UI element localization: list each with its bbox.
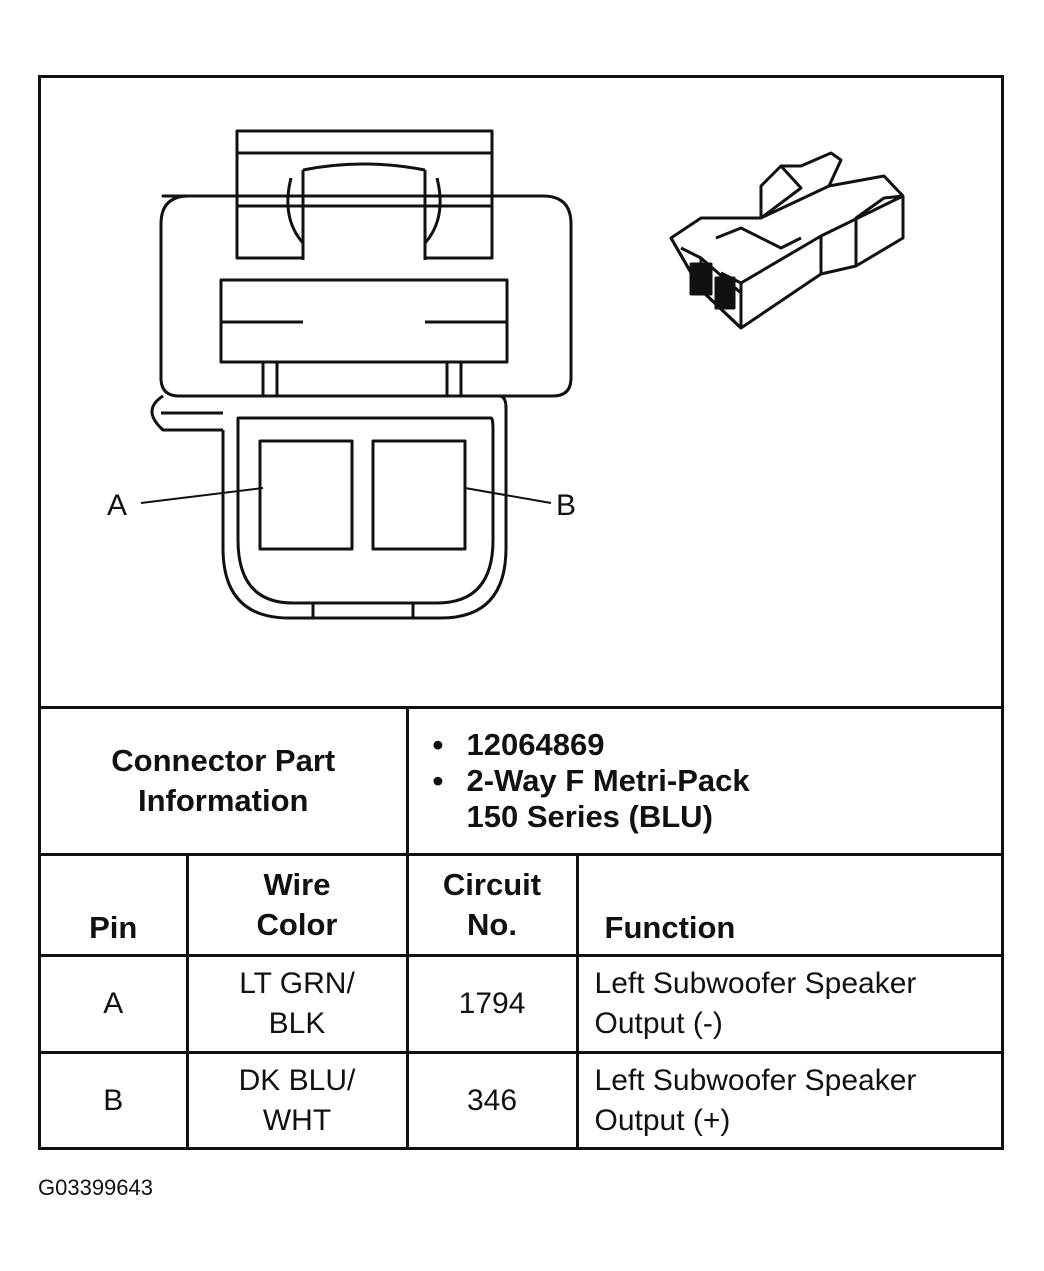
header-wire-color: Wire Color xyxy=(185,853,409,957)
connector-part-number: 12064869 xyxy=(433,727,1002,763)
cell-pin: B xyxy=(41,1051,189,1148)
connector-part-label-line1: Connector Part xyxy=(111,743,336,778)
cell-circuit: 346 xyxy=(405,1051,579,1148)
cell-function: Left Subwoofer Speaker Output (-) xyxy=(575,954,1002,1054)
connector-illustration: A B xyxy=(107,129,905,620)
pin-label-a: A xyxy=(107,489,127,522)
cell-circuit: 1794 xyxy=(405,954,579,1054)
connector-type-line1: 2-Way F Metri-Pack xyxy=(466,763,750,798)
connector-part-label: Connector Part Information xyxy=(41,706,409,856)
header-circuit-line2: No. xyxy=(467,907,517,942)
cell-function-line1: Left Subwoofer Speaker xyxy=(594,1064,917,1097)
cell-wire-line1: DK BLU/ xyxy=(238,1064,356,1097)
latch-body xyxy=(235,153,494,260)
cell-wire-color: DK BLU/ WHT xyxy=(185,1051,409,1148)
connector-body xyxy=(221,394,508,620)
connector-part-row: Connector Part Information 12064869 2-Wa… xyxy=(41,706,1002,856)
cavity-a xyxy=(258,439,354,551)
table-row: A LT GRN/ BLK 1794 Left Subwoofer Speake… xyxy=(41,954,1002,1054)
header-pin: Pin xyxy=(41,853,189,957)
header-pin-label: Pin xyxy=(89,910,138,945)
connector-isometric xyxy=(669,151,905,330)
lock-rail xyxy=(150,394,223,432)
connector-part-label-line2: Information xyxy=(138,783,309,818)
cell-wire-line1: LT GRN/ xyxy=(239,967,355,1000)
cell-function-line2: Output (+) xyxy=(594,1104,731,1137)
table-header-row: Pin Wire Color Circuit No. Function xyxy=(41,853,1002,957)
connector-type: 2-Way F Metri-Pack 150 Series (BLU) xyxy=(433,763,1002,835)
cell-wire-color: LT GRN/ BLK xyxy=(185,954,409,1054)
cavity-b xyxy=(371,439,467,551)
connector-part-list: 12064869 2-Way F Metri-Pack 150 Series (… xyxy=(433,727,1002,835)
connector-type-line2: 150 Series (BLU) xyxy=(466,799,713,834)
connector-part-values: 12064869 2-Way F Metri-Pack 150 Series (… xyxy=(405,706,1002,856)
leader-a xyxy=(140,487,264,504)
pin-label-b: B xyxy=(556,489,576,522)
table-row: B DK BLU/ WHT 346 Left Subwoofer Speaker… xyxy=(41,1051,1002,1148)
cell-pin: A xyxy=(41,954,189,1054)
cell-wire-line2: BLK xyxy=(268,1007,326,1040)
leader-b xyxy=(464,487,552,504)
cell-function: Left Subwoofer Speaker Output (+) xyxy=(575,1051,1002,1148)
cell-function-line1: Left Subwoofer Speaker xyxy=(594,967,917,1000)
header-wire-line1: Wire xyxy=(263,867,331,902)
connector-table: Connector Part Information 12064869 2-Wa… xyxy=(41,706,1002,1148)
header-function: Function xyxy=(575,853,1002,957)
connector-drawing: A B xyxy=(41,78,1001,706)
diagram-frame: A B Connector Part Information 12064869 … xyxy=(38,75,1004,1150)
header-function-label: Function xyxy=(604,910,736,945)
header-wire-line2: Color xyxy=(256,907,338,942)
latch-slot xyxy=(301,162,427,260)
header-circuit: Circuit No. xyxy=(405,853,579,957)
cell-function-line2: Output (-) xyxy=(594,1007,723,1040)
figure-id: G03399643 xyxy=(38,1175,153,1200)
header-circuit-line1: Circuit xyxy=(442,867,542,902)
cell-wire-line2: WHT xyxy=(262,1104,332,1137)
